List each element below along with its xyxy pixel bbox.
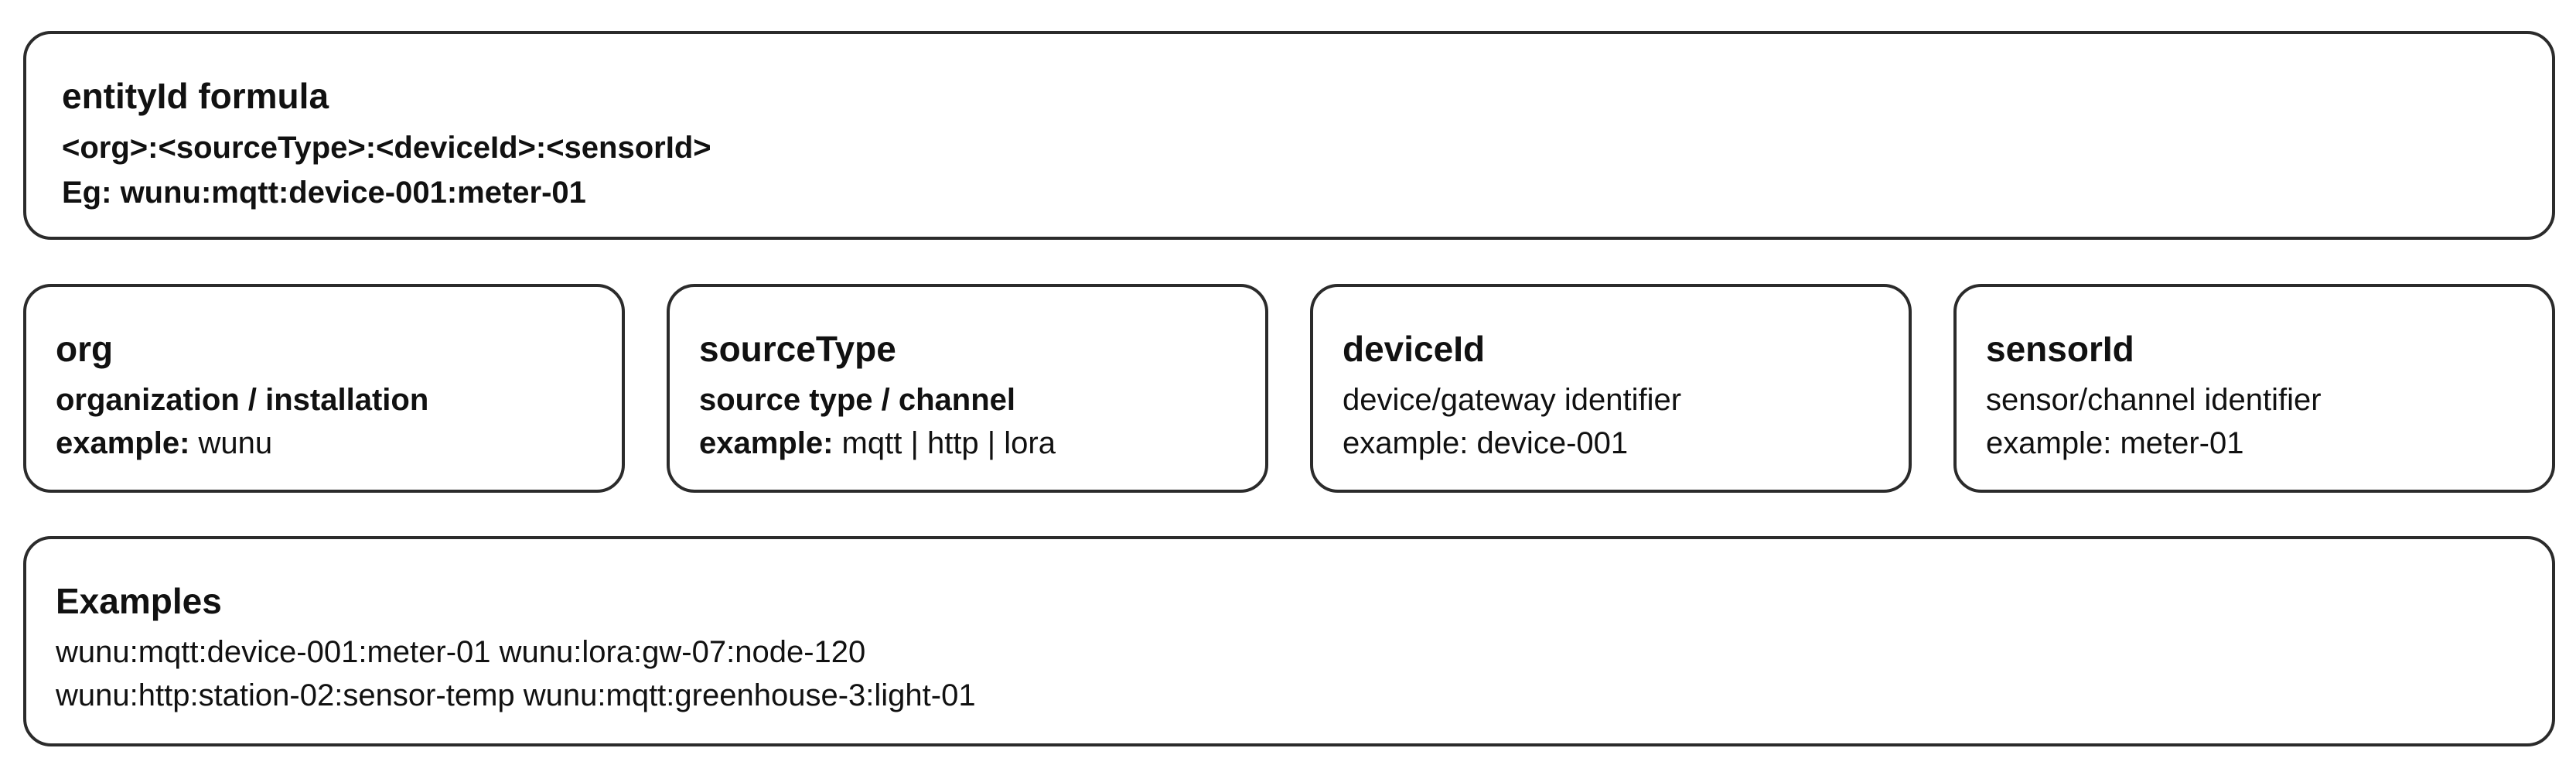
formula-pattern: <org>:<sourceType>:<deviceId>:<sensorId> <box>62 131 711 165</box>
examples-title: Examples <box>56 581 222 621</box>
field-example-value: wunu <box>198 426 273 460</box>
field-example-label: example: <box>699 426 834 460</box>
field-box-sourcetype: sourceType source type / channel example… <box>667 284 1268 493</box>
field-box-deviceid: deviceId device/gateway identifier examp… <box>1310 284 1912 493</box>
field-box-org: org organization / installation example:… <box>23 284 625 493</box>
field-name: deviceId <box>1343 329 1486 369</box>
field-example: example: meter-01 <box>1986 422 2552 465</box>
field-name: org <box>56 329 114 369</box>
field-example-label: example: <box>1986 426 2112 460</box>
formula-example-label: Eg: <box>62 176 112 210</box>
field-example-value: mqtt | http | lora <box>841 426 1056 460</box>
examples-box: Examples wunu:mqtt:device-001:meter-01 w… <box>23 536 2555 746</box>
field-example-label: example: <box>1343 426 1469 460</box>
field-name: sensorId <box>1986 329 2134 369</box>
field-description: sensor/channel identifier <box>1986 383 2322 417</box>
field-example: example: mqtt | http | lora <box>699 422 1265 465</box>
field-description: organization / installation <box>56 383 429 417</box>
field-box-sensorid: sensorId sensor/channel identifier examp… <box>1953 284 2555 493</box>
formula-example-value: wunu:mqtt:device-001:meter-01 <box>120 176 586 210</box>
formula-title: entityId formula <box>62 76 329 116</box>
entityid-formula-box: entityId formula <org>:<sourceType>:<dev… <box>23 31 2555 240</box>
field-example-value: meter-01 <box>2120 426 2244 460</box>
field-description: source type / channel <box>699 383 1016 417</box>
field-example-value: device-001 <box>1476 426 1629 460</box>
field-example: example: wunu <box>56 422 622 465</box>
field-description: device/gateway identifier <box>1343 383 1682 417</box>
example-line: wunu:http:station-02:sensor-temp wunu:mq… <box>56 678 976 712</box>
example-line: wunu:mqtt:device-001:meter-01 wunu:lora:… <box>56 635 866 669</box>
formula-example: Eg: wunu:mqtt:device-001:meter-01 <box>62 170 2552 215</box>
field-example-label: example: <box>56 426 190 460</box>
field-example: example: device-001 <box>1343 422 1909 465</box>
field-name: sourceType <box>699 329 896 369</box>
